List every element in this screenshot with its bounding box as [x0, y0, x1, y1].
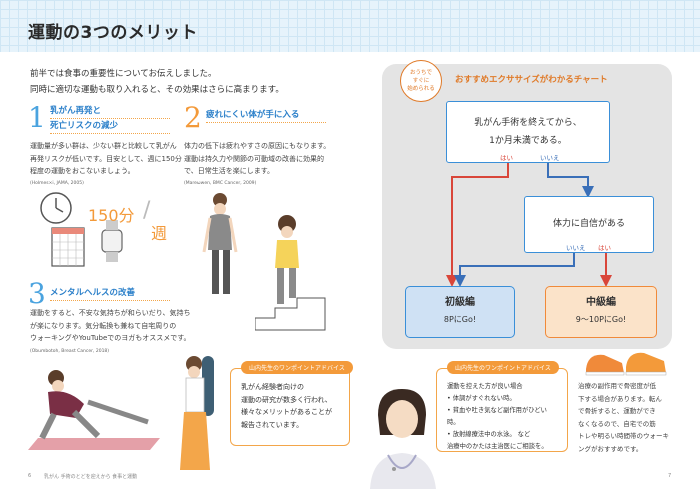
- intro-line: 同時に適切な運動も取り入れると、その効果はさらに高まります。: [30, 85, 284, 95]
- exercise-time-illustration: [40, 192, 123, 267]
- section-3-body: 運動をすると、不安な気持ちが和らいだり、気持ち が楽になります。気分転換も兼ねて…: [30, 307, 210, 345]
- advice-line: 報告されています。: [241, 420, 304, 429]
- section-number: 2: [184, 101, 202, 134]
- advice-line: • 貧血や吐き気など副作用がひどい時。: [447, 407, 547, 426]
- section-3: 3: [28, 280, 46, 308]
- note-line: 治療の副作用で骨密度が低: [578, 382, 656, 390]
- advice-line: 運動を控えた方が良い場合: [447, 383, 523, 390]
- stretching-woman-illustration: [202, 193, 238, 294]
- section-title-line: 死亡リスクの減少: [50, 119, 170, 134]
- yoga-illustration: [28, 370, 160, 450]
- note-line: 下する場合があります。転ん: [578, 394, 662, 403]
- intro-line: 前半では食事の重要性についてお伝えしました。: [30, 69, 217, 79]
- question-line: 1か月未満である。: [489, 136, 567, 146]
- section-3-title: メンタルヘルスの改善: [50, 286, 170, 301]
- woman-with-mat-illustration: [180, 356, 214, 470]
- no-arrow-2: [454, 253, 575, 287]
- section-1-title: 乳がん再発と 死亡リスクの減少: [50, 104, 170, 134]
- doctor-illustration: [370, 389, 436, 489]
- question-2-box: 体力に自信がある: [524, 196, 654, 253]
- step-exercise-illustration: [255, 215, 326, 331]
- result-pages: 9〜10PにGo!: [575, 315, 627, 324]
- yes-arrow-1: [446, 163, 509, 287]
- advice-line: • 体調がすぐれない時。: [447, 395, 516, 402]
- right-page-number: 7: [668, 473, 672, 479]
- side-note: 治療の副作用で骨密度が低 下する場合があります。転ん で骨折すると、運動ができ …: [578, 380, 686, 455]
- body-line: 程度の運動をおこないましょう。: [30, 167, 135, 175]
- section-title-line: 疲れにくい体が手に入る: [206, 108, 326, 123]
- no-arrow-1: [547, 163, 594, 198]
- page-title: 運動の3つのメリット: [28, 23, 198, 43]
- note-line: トレや明るい時間帯のウォーキ: [578, 432, 669, 440]
- no-label-2: いいえ: [566, 244, 586, 252]
- section-1-body: 運動量が多い群は、少ない群と比較して乳がん 再発リスクが低いです。目安として、週…: [30, 140, 190, 178]
- result-pages: 8PにGo!: [443, 315, 477, 324]
- left-page-number: 6: [28, 473, 32, 479]
- badge-line: すぐに: [412, 78, 430, 84]
- note-line: で骨折すると、運動ができ: [578, 407, 656, 415]
- minutes-label: 150分: [88, 206, 135, 225]
- intermediate-result: 中級編 9〜10PにGo!: [545, 286, 657, 338]
- advice-heading: 山内先生のワンポイントアドバイス: [241, 361, 353, 374]
- advice-heading: 山内先生のワンポイントアドバイス: [447, 361, 559, 374]
- note-line: ングがおすすめです。: [578, 444, 643, 453]
- section-1-cite: (Holmes×i, JAMA, 2005): [30, 181, 84, 186]
- beginner-result: 初級編 8PにGo!: [405, 286, 515, 338]
- question-line: 乳がん手術を終えてから、: [474, 118, 582, 128]
- section-2-body: 体力の低下は疲れやすさの原因にもなります。 運動は持久力や関節の可動域の改善に効…: [184, 140, 354, 178]
- intro-text: 前半では食事の重要性についてお伝えしました。 同時に適切な運動も取り入れると、そ…: [30, 66, 284, 98]
- advice-box-right: 山内先生のワンポイントアドバイス 運動を控えた方が良い場合 • 体調がすぐれない…: [436, 361, 568, 453]
- advice-body: 乳がん経験者向けの 運動の研究が数多く行われ、 様々なメリットがあることが 報告…: [231, 369, 349, 431]
- result-title: 初級編: [445, 297, 475, 308]
- section-2-title: 疲れにくい体が手に入る: [206, 108, 326, 123]
- yes-label-2: はい: [598, 244, 611, 252]
- section-title-line: 乳がん再発と: [50, 104, 170, 119]
- section-number: 3: [28, 277, 46, 310]
- no-label-1: いいえ: [540, 154, 560, 162]
- section-1: 1: [28, 104, 46, 132]
- advice-line: 運動の研究が数多く行われ、: [241, 395, 332, 404]
- body-line: 再発リスクが低いです。目安として、週に150分: [30, 154, 182, 163]
- body-line: で、日常生活を楽にします。: [184, 167, 275, 175]
- badge-line: 始められる: [407, 86, 435, 92]
- chart-badge: おうちで すぐに 始められる: [400, 60, 442, 102]
- advice-line: 乳がん経験者向けの: [241, 383, 304, 391]
- left-footer-text: 乳がん 手術のとどを迎えから 食事と運動: [44, 474, 138, 480]
- slash-divider: /: [143, 198, 151, 223]
- body-line: 運動をすると、不安な気持ちが和らいだり、気持ち: [30, 309, 191, 317]
- advice-box-left: 山内先生のワンポイントアドバイス 乳がん経験者向けの 運動の研究が数多く行われ、…: [230, 361, 353, 446]
- section-number: 1: [28, 101, 46, 134]
- note-line: なくなるので、自宅での筋: [578, 419, 656, 428]
- advice-body: 運動を控えた方が良い場合 • 体調がすぐれない時。 • 貧血や吐き気など副作用が…: [437, 369, 567, 453]
- result-title: 中級編: [586, 297, 616, 308]
- body-line: ウォーキングやYouTubeでのヨガもオススメです。: [30, 334, 191, 342]
- advice-line: 様々なメリットがあることが: [241, 408, 332, 416]
- section-3-cite: (Obumbotoh, Breast Cancer, 2018): [30, 349, 110, 354]
- badge-line: おうちで: [409, 70, 432, 76]
- per-week-label: 週: [151, 224, 168, 243]
- advice-line: 治療中のかたは主治医にご相談を。: [447, 443, 548, 450]
- header-grid-band: [0, 0, 700, 52]
- chart-title: おすすめエクササイズがわかるチャート: [455, 75, 608, 85]
- advice-line: • 放射線療法中の水泳。 など: [447, 431, 531, 438]
- body-line: が楽になります。気分転換も兼ねて自宅周りの: [30, 321, 177, 330]
- body-line: 運動量が多い群は、少ない群と比較して乳がん: [30, 142, 177, 150]
- body-line: 運動は持久力や関節の可動域の改善に効果的: [184, 154, 324, 163]
- section-2: 2: [184, 104, 202, 132]
- yes-label-1: はい: [500, 154, 513, 162]
- sneakers-illustration: [585, 352, 667, 376]
- question-1-box: 乳がん手術を終えてから、 1か月未満である。: [446, 101, 610, 163]
- body-line: 体力の低下は疲れやすさの原因にもなります。: [184, 142, 331, 150]
- section-2-cite: (Mareωwen, BMC Cancer, 2009): [184, 181, 257, 186]
- section-title-line: メンタルヘルスの改善: [50, 286, 170, 301]
